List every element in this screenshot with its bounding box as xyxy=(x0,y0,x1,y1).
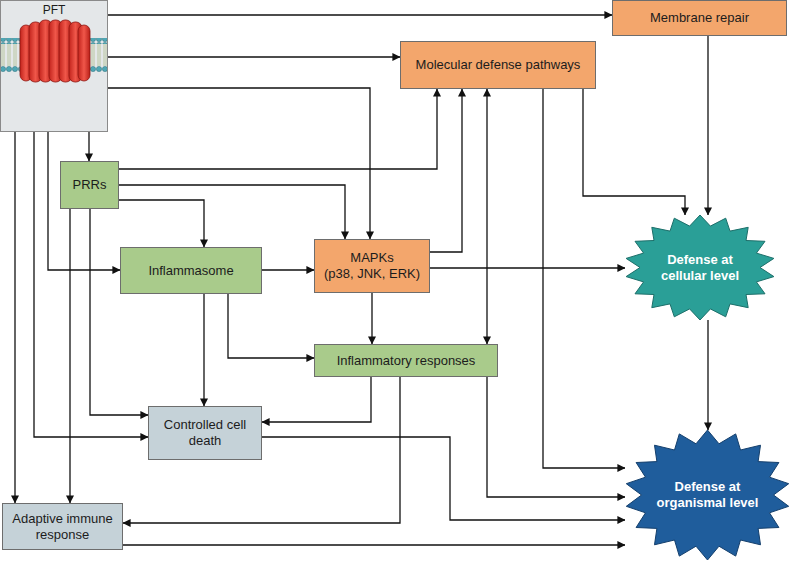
arrow-connector xyxy=(48,132,120,270)
box-label: Membrane repair xyxy=(650,10,749,26)
outcome-label: Defense at cellular level xyxy=(651,252,750,284)
process-box: Controlled cell death xyxy=(148,406,262,460)
pore-barrel xyxy=(20,20,90,82)
arrow-connector xyxy=(108,14,612,15)
box-label: PRRs xyxy=(73,177,107,193)
arrow-connector xyxy=(119,185,345,239)
arrow-connector xyxy=(228,294,314,358)
arrow-connector xyxy=(119,89,437,169)
arrow-connector xyxy=(14,132,15,503)
arrow-connector xyxy=(123,377,400,523)
outcome-starburst: Defense at cellular level xyxy=(625,215,775,320)
arrow-connector xyxy=(262,437,625,520)
arrow-connector xyxy=(430,89,462,252)
arrow-connector xyxy=(487,377,625,497)
arrow-connector xyxy=(119,200,204,247)
box-label: Adaptive immune response xyxy=(9,511,116,543)
arrow-connector xyxy=(69,209,70,503)
arrow-connector xyxy=(583,89,685,215)
arrow-connector xyxy=(203,294,204,406)
arrow-connector xyxy=(90,209,148,415)
box-label: Inflammasome xyxy=(148,263,233,279)
pft-panel xyxy=(1,1,108,132)
outcome-label: Defense at organismal level xyxy=(653,479,762,511)
arrow-connector xyxy=(88,132,89,161)
process-box: PRRs xyxy=(60,161,119,209)
box-label: Controlled cell death xyxy=(155,417,255,449)
arrow-connector xyxy=(707,36,708,215)
process-box: Adaptive immune response xyxy=(2,503,123,550)
arrow-connector xyxy=(543,89,625,468)
arrow-connector xyxy=(486,89,487,344)
arrow-connector xyxy=(430,267,625,268)
box-label: PFT xyxy=(43,2,66,18)
arrow-connector xyxy=(262,377,371,422)
arrow-connector xyxy=(707,320,708,430)
box-label: (p38, JNK, ERK) xyxy=(324,266,420,282)
arrow-connector xyxy=(262,269,314,270)
arrow-connector xyxy=(123,544,625,545)
arrow-connector xyxy=(371,293,372,344)
process-box: Molecular defense pathways xyxy=(400,41,596,89)
process-box: Inflammatory responses xyxy=(314,344,498,377)
process-box: Membrane repair xyxy=(612,0,787,36)
process-box: Inflammasome xyxy=(120,247,262,294)
box-label: Molecular defense pathways xyxy=(416,57,581,73)
arrow-connector xyxy=(108,88,370,239)
box-label: MAPKs xyxy=(350,250,393,266)
process-box: MAPKs(p38, JNK, ERK) xyxy=(314,239,430,293)
toxin-panel: PFT xyxy=(0,0,108,132)
arrow-connector xyxy=(108,56,400,57)
box-label: Inflammatory responses xyxy=(337,353,476,369)
outcome-starburst: Defense at organismal level xyxy=(625,430,790,560)
